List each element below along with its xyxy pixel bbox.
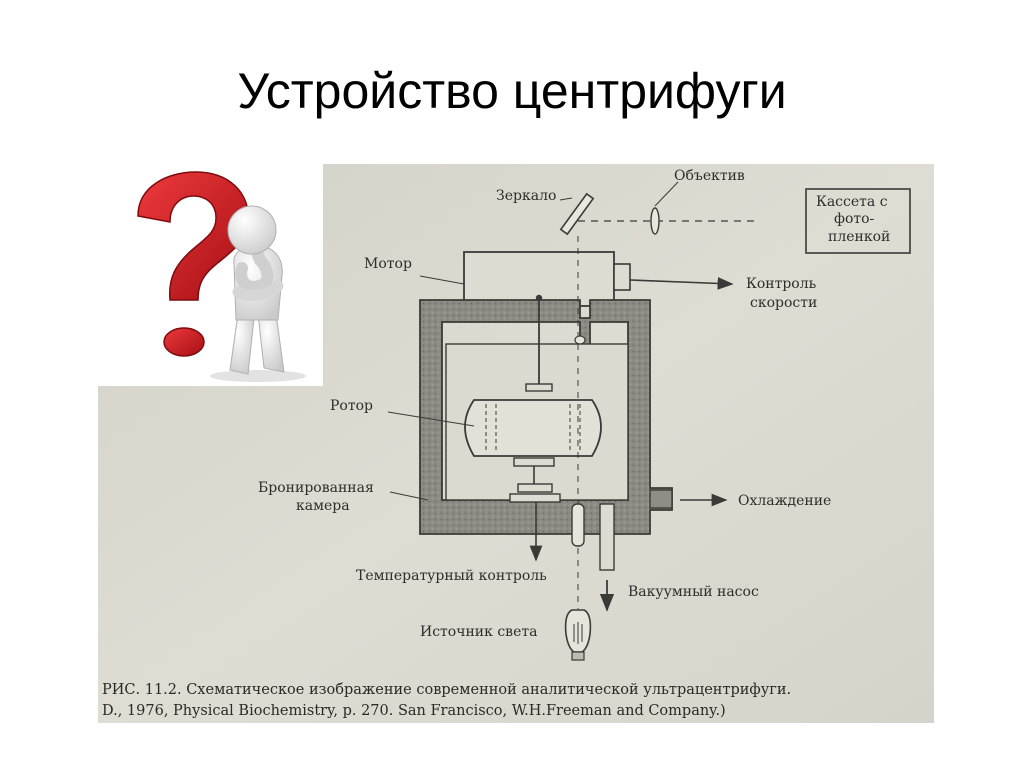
objective-leader [654, 181, 679, 207]
diagram-svg: Зеркало Объектив Кассета с фото- пленкой… [98, 164, 934, 723]
rotor-top-flange [525, 383, 553, 392]
figure-arm-cross [232, 280, 284, 301]
label-cooling: Охлаждение [738, 493, 831, 509]
rotor-lower-flange-3 [509, 493, 561, 503]
motor-leader [419, 275, 465, 285]
rotor-leader [387, 411, 475, 427]
chamber-leader [389, 491, 429, 501]
cassette-box [805, 188, 911, 254]
label-cassette-3: пленкой [828, 229, 890, 245]
figure-arm [235, 244, 274, 293]
label-cassette-2: фото- [834, 211, 875, 227]
figure-head [227, 205, 277, 255]
mirror-shape [559, 192, 595, 236]
question-mark-shape [137, 171, 249, 301]
objective-lens [650, 207, 660, 235]
figure-leg-left [229, 313, 255, 375]
figure-caption-line-1: РИС. 11.2. Схематическое изображение сов… [102, 682, 791, 698]
upper-window [574, 335, 586, 345]
label-rotor: Ротор [330, 398, 373, 414]
centrifuge-diagram: Зеркало Объектив Кассета с фото- пленкой… [98, 164, 934, 723]
label-vacuum-pump: Вакуумный насос [628, 584, 759, 600]
label-speed-control-2: скорости [750, 295, 817, 311]
slide-title: Устройство центрифуги [237, 63, 787, 119]
lower-window-tube [571, 503, 585, 547]
label-chamber-2: камера [296, 498, 350, 514]
question-mark-dot [163, 327, 205, 357]
light-source-filament [573, 622, 583, 644]
label-temperature-control: Температурный контроль [356, 568, 547, 584]
motor-connector [613, 263, 631, 291]
cooling-pipe [649, 489, 673, 509]
label-motor: Мотор [364, 256, 412, 272]
label-speed-control-1: Контроль [746, 276, 817, 292]
shaft-top-point [535, 294, 543, 302]
rotor-body [464, 399, 602, 457]
label-cassette-1: Кассета с [816, 194, 888, 210]
rotor-lower-flange-1 [513, 457, 555, 467]
vacuum-pipe [599, 503, 615, 571]
mirror-leader [559, 197, 573, 201]
figure-shadow [210, 370, 306, 382]
label-chamber-1: Бронированная [258, 480, 374, 496]
figure-caption-line-2: D., 1976, Physical Biochemistry, p. 270.… [102, 703, 726, 719]
rotor-lower-flange-2 [517, 483, 553, 493]
speed-control-arrow [629, 277, 734, 290]
light-source-base [571, 651, 585, 661]
thinking-person-question-mark-icon [98, 164, 323, 386]
label-mirror: Зеркало [496, 188, 556, 204]
label-light-source: Источник света [420, 624, 537, 640]
label-objective: Объектив [674, 168, 745, 184]
figure-leg-right [257, 313, 285, 373]
